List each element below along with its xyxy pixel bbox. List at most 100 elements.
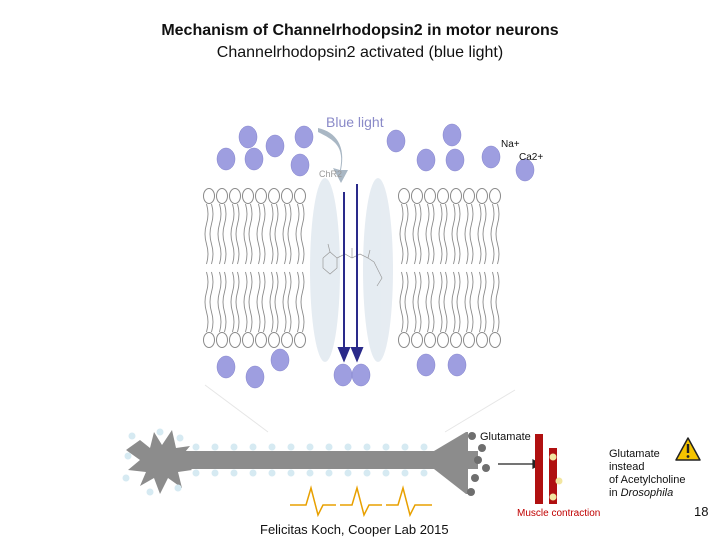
lipid-tail [464,203,469,265]
lipid-tail [217,203,222,265]
lipid-tail [248,271,253,333]
myelin-node [420,469,428,477]
myelin-node [344,469,352,477]
myelin-node [230,443,238,451]
lipid-tail [222,203,227,265]
lipid-tail [412,203,417,265]
ion-flow-arrows [337,184,364,363]
lipid-tail [282,271,287,333]
lipid-tail [456,271,461,333]
glutamate-label: Glutamate [480,431,531,443]
lipid-head [463,332,475,348]
lipid-tail [209,203,214,265]
glutamate-note-line: in Drosophila [609,487,685,500]
lipid-tail [282,203,287,265]
lipid-head [437,188,449,204]
lipid-tail [243,203,248,265]
lipid-head [294,188,306,204]
lipid-tail [274,203,279,265]
lipid-tail [477,271,482,333]
lipid-head [411,332,423,348]
lipid-tail [217,271,222,333]
lipid-head [476,332,488,348]
lipid-tail [230,271,235,333]
myelin-node [306,469,314,477]
zoom-lines [204,384,516,433]
muscle-receptors [549,453,563,501]
lipid-head [255,188,267,204]
myelin-node [420,443,428,451]
myelin-node [192,469,200,477]
lipid-head [281,332,293,348]
blue-light-arrow [318,128,348,183]
neuron-soma [126,430,192,494]
retinal-molecule [322,243,383,287]
lipid-tail [425,203,430,265]
lipid-tail [412,271,417,333]
lipid-tail [438,271,443,333]
lipid-tail [300,203,305,265]
calcium-label: Ca2+ [519,152,544,163]
lipid-tail [469,271,474,333]
lipid-head [398,332,410,348]
lipid-tail [204,271,209,333]
release-arrow [498,459,543,469]
lipid-tail [230,203,235,265]
lipid-head [476,188,488,204]
axon-terminal [434,432,468,494]
lipid-head [229,188,241,204]
page-number: 18 [694,504,709,519]
myelin-node [382,443,390,451]
blue-light-label: Blue light [326,114,384,130]
drosophila-label: Drosophila [620,487,674,499]
glutamate-note: Glutamate instead of Acetylcholine in Dr… [609,448,685,500]
lipid-tail [295,271,300,333]
sodium-label: Na+ [501,139,520,150]
lipid-tail [482,271,487,333]
lipid-head [281,188,293,204]
lipid-tail [404,271,409,333]
myelin-node [230,469,238,477]
lipid-head [203,188,215,204]
lipid-tail [399,203,404,265]
muscle-fibers [535,434,557,504]
action-potential-traces [290,485,432,518]
chr2-channel [310,178,393,362]
lipid-head [489,188,501,204]
page-title: Mechanism of Channelrhodopsin2 in motor … [161,22,559,39]
lipid-tail [430,271,435,333]
glutamate-note-prefix: in [609,487,621,499]
myelin-node [363,443,371,451]
lipid-tail [443,271,448,333]
lipid-tail [261,271,266,333]
myelin-node [401,469,409,477]
dendrite-tips [122,428,184,496]
lipid-tail [490,203,495,265]
lipid-tail [477,203,482,265]
lipid-tail [425,271,430,333]
lipid-tail [495,203,500,265]
lipid-tail [274,271,279,333]
lipid-tail [451,203,456,265]
lipid-head [489,332,501,348]
lipid-tail [430,203,435,265]
lipid-tail [464,271,469,333]
myelin-node [249,469,257,477]
myelin-node [268,469,276,477]
lipid-tail [209,271,214,333]
myelin-node [363,469,371,477]
lipid-tail [295,203,300,265]
ions-bottom [216,348,467,389]
lipid-head [463,188,475,204]
myelin-node [306,443,314,451]
lipid-tail [438,203,443,265]
lipid-tail [235,271,240,333]
lipid-head [242,332,254,348]
lipid-tail [490,271,495,333]
lipid-head [203,332,215,348]
lipid-head [411,188,423,204]
glutamate-vesicles [467,432,490,496]
lipid-head [229,332,241,348]
lipid-tail [482,203,487,265]
